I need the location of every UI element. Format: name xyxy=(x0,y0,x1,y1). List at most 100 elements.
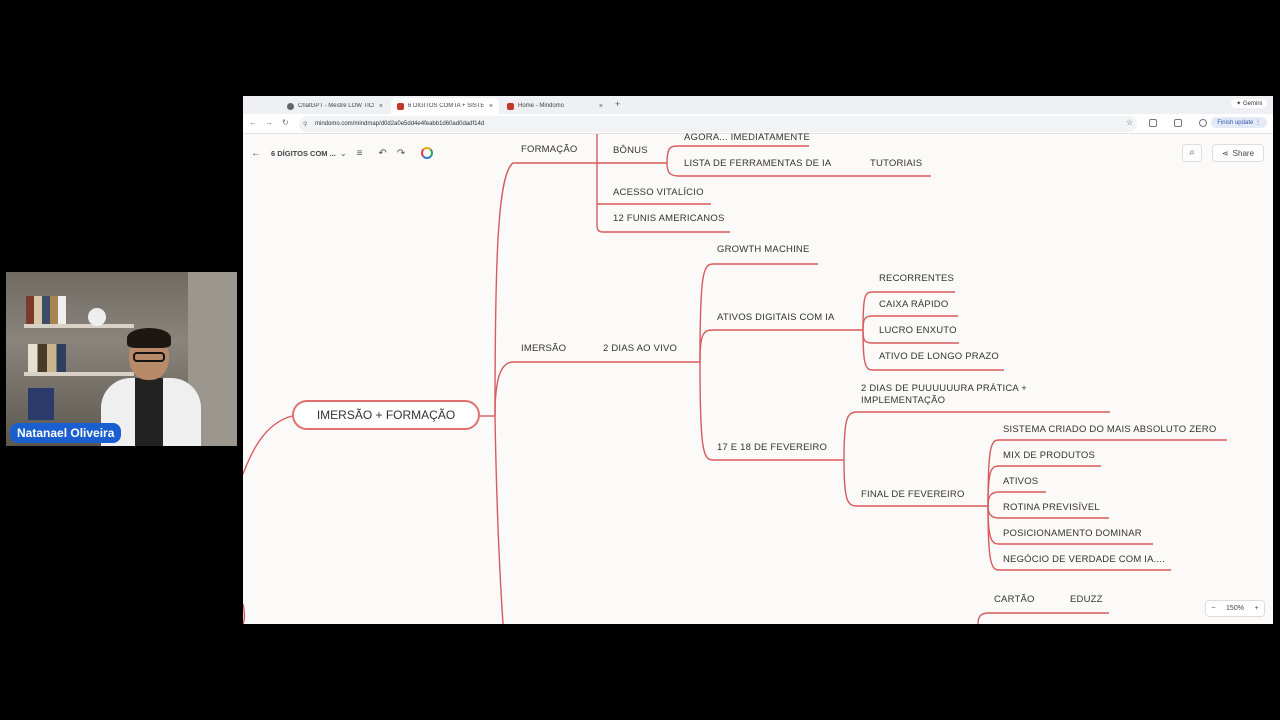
node-tutoriais[interactable]: TUTORIAIS xyxy=(870,158,923,169)
branch-line xyxy=(843,459,988,507)
node-formacao[interactable]: FORMAÇÃO xyxy=(521,144,578,155)
clock xyxy=(88,308,106,326)
close-icon[interactable]: × xyxy=(378,102,383,110)
branch-line xyxy=(699,263,818,363)
mindomo-toolbar: ← 6 DÍGITOS COM ... ⌄ ≡ ↶ ↷ xyxy=(251,142,434,164)
share-button[interactable]: ⋖ Share xyxy=(1212,144,1264,162)
node-recorrentes[interactable]: RECORRENTES xyxy=(879,273,955,284)
branch-line xyxy=(494,361,700,417)
branch-line xyxy=(987,505,1171,571)
new-tab-button[interactable]: + xyxy=(615,99,621,109)
branch-line xyxy=(699,361,844,461)
node-acesso-vitalicio[interactable]: ACESSO VITALÍCIO xyxy=(613,187,704,198)
central-topic[interactable]: IMERSÃO + FORMAÇÃO xyxy=(292,400,480,430)
back-icon[interactable]: ← xyxy=(249,118,257,127)
tab-chatgpt[interactable]: ChatGPT - Mestre LOW TICKET × xyxy=(281,98,389,114)
person-shirt xyxy=(135,378,163,446)
browser-window: ChatGPT - Mestre LOW TICKET × 6 DÍGITOS … xyxy=(243,96,1273,624)
node-imersao[interactable]: IMERSÃO xyxy=(521,343,567,354)
mindmap-canvas[interactable]: IMERSÃO + FORMAÇÃO FORMAÇÃO BÔNUS AGORA.… xyxy=(243,132,1273,624)
node-eduzz[interactable]: EDUZZ xyxy=(1070,594,1103,605)
participant-name-tag: Natanael Oliveira xyxy=(10,423,122,443)
branch-line xyxy=(666,145,809,164)
site-info-icon[interactable]: ⚲ xyxy=(303,122,308,128)
branch-line xyxy=(987,491,1046,507)
node-ativo-longo-prazo[interactable]: ATIVO DE LONGO PRAZO xyxy=(879,351,999,362)
sidepanel-icon[interactable] xyxy=(1174,119,1182,127)
finish-update-button[interactable]: Finish update ⋮ xyxy=(1211,117,1267,128)
shelf xyxy=(24,372,134,376)
shelf xyxy=(24,324,134,328)
branch-line xyxy=(494,162,597,417)
extension-icon[interactable] xyxy=(1149,119,1157,127)
node-rotina[interactable]: ROTINA PREVISÍVEL xyxy=(1003,502,1100,513)
node-cartao[interactable]: CARTÃO xyxy=(994,594,1035,605)
tab-bar: ChatGPT - Mestre LOW TICKET × 6 DÍGITOS … xyxy=(243,96,1273,114)
node-pratica-line2[interactable]: IMPLEMENTAÇÃO xyxy=(861,395,946,406)
branch-line xyxy=(862,291,955,331)
gemini-button[interactable]: ✦ Gemini xyxy=(1231,99,1267,108)
node-lucro-enxuto[interactable]: LUCRO ENXUTO xyxy=(879,325,957,336)
share-label: Share xyxy=(1232,148,1255,158)
profile-icon[interactable] xyxy=(1199,119,1207,127)
mindomo-favicon-icon xyxy=(507,102,514,110)
node-final-fevereiro[interactable]: FINAL DE FEVEREIRO xyxy=(861,489,965,500)
person xyxy=(101,328,201,446)
webcam-video xyxy=(6,272,237,446)
bookmark-star-icon[interactable]: ☆ xyxy=(1126,118,1134,127)
zoom-out-button[interactable]: − xyxy=(1211,605,1216,612)
node-agora[interactable]: AGORA... IMEDIATAMENTE xyxy=(684,132,810,143)
chevron-down-icon[interactable]: ⌄ xyxy=(339,148,347,158)
person-hair xyxy=(127,328,171,348)
zoom-in-button[interactable]: + xyxy=(1254,605,1259,612)
forward-icon[interactable]: → xyxy=(265,118,273,127)
branch-line xyxy=(243,603,246,624)
map-title[interactable]: 6 DÍGITOS COM ... xyxy=(271,148,336,158)
tab-mindomo-home[interactable]: Home - Mindomo × xyxy=(501,98,609,114)
node-lista-ferramentas[interactable]: LISTA DE FERRAMENTAS DE IA xyxy=(684,158,832,169)
mindmap-branches xyxy=(243,134,1227,624)
chatgpt-favicon-icon xyxy=(287,102,294,110)
gemini-label: Gemini xyxy=(1242,101,1262,107)
tab-label: 6 DÍGITOS COM IA + SISTEMA xyxy=(408,103,484,109)
search-zoom-icon[interactable]: ⌕ xyxy=(1182,144,1202,162)
menu-icon[interactable]: ≡ xyxy=(356,147,363,159)
node-bonus[interactable]: BÔNUS xyxy=(613,145,648,156)
finish-update-label: Finish update xyxy=(1217,120,1254,126)
reload-icon[interactable]: ↻ xyxy=(282,118,289,127)
books xyxy=(28,344,66,372)
branch-line xyxy=(977,612,1109,624)
node-17-18-fevereiro[interactable]: 17 E 18 DE FEVEREIRO xyxy=(717,442,828,453)
zoom-level[interactable]: 150% xyxy=(1226,605,1244,612)
mindomo-favicon-icon xyxy=(397,102,404,110)
close-icon[interactable]: × xyxy=(598,102,603,110)
node-posicionamento[interactable]: POSICIONAMENTO DOMINAR xyxy=(1003,528,1142,539)
node-funis-americanos[interactable]: 12 FUNIS AMERICANOS xyxy=(613,213,725,224)
tab-6-digitos[interactable]: 6 DÍGITOS COM IA + SISTEMA × xyxy=(391,98,499,114)
branch-line xyxy=(862,329,1004,371)
branch-line xyxy=(494,415,504,624)
tab-label: ChatGPT - Mestre LOW TICKET xyxy=(298,103,374,109)
close-icon[interactable]: × xyxy=(488,102,493,110)
branch-line xyxy=(666,162,931,177)
node-caixa-rapido[interactable]: CAIXA RÁPIDO xyxy=(879,299,949,310)
node-mix-produtos[interactable]: MIX DE PRODUTOS xyxy=(1003,450,1096,461)
branch-line xyxy=(699,329,863,363)
node-2-dias-ao-vivo[interactable]: 2 DIAS AO VIVO xyxy=(603,343,678,354)
node-pratica-line1[interactable]: 2 DIAS DE PUUUUUURA PRÁTICA + xyxy=(861,383,1028,394)
undo-icon[interactable]: ↶ xyxy=(378,147,387,159)
zoom-control: − 150% + xyxy=(1205,600,1265,617)
url-field[interactable]: mindomo.com/mindmap/d0d2a0e5dd4e4feabb1d… xyxy=(299,116,1137,132)
branch-line xyxy=(843,411,1110,461)
branch-line xyxy=(243,415,293,475)
node-ativos-digitais[interactable]: ATIVOS DIGITAIS COM IA xyxy=(717,312,835,323)
redo-icon[interactable]: ↷ xyxy=(396,147,406,159)
branch-line xyxy=(987,465,1101,507)
books xyxy=(26,296,66,324)
node-negocio[interactable]: NEGÓCIO DE VERDADE COM IA.... xyxy=(1003,554,1166,565)
node-ativos[interactable]: ATIVOS xyxy=(1003,476,1039,487)
node-growth-machine[interactable]: GROWTH MACHINE xyxy=(717,244,810,255)
node-sistema[interactable]: SISTEMA CRIADO DO MAIS ABSOLUTO ZERO xyxy=(1003,424,1217,435)
mindomo-logo-icon[interactable] xyxy=(421,147,434,159)
back-arrow-icon[interactable]: ← xyxy=(251,147,261,159)
